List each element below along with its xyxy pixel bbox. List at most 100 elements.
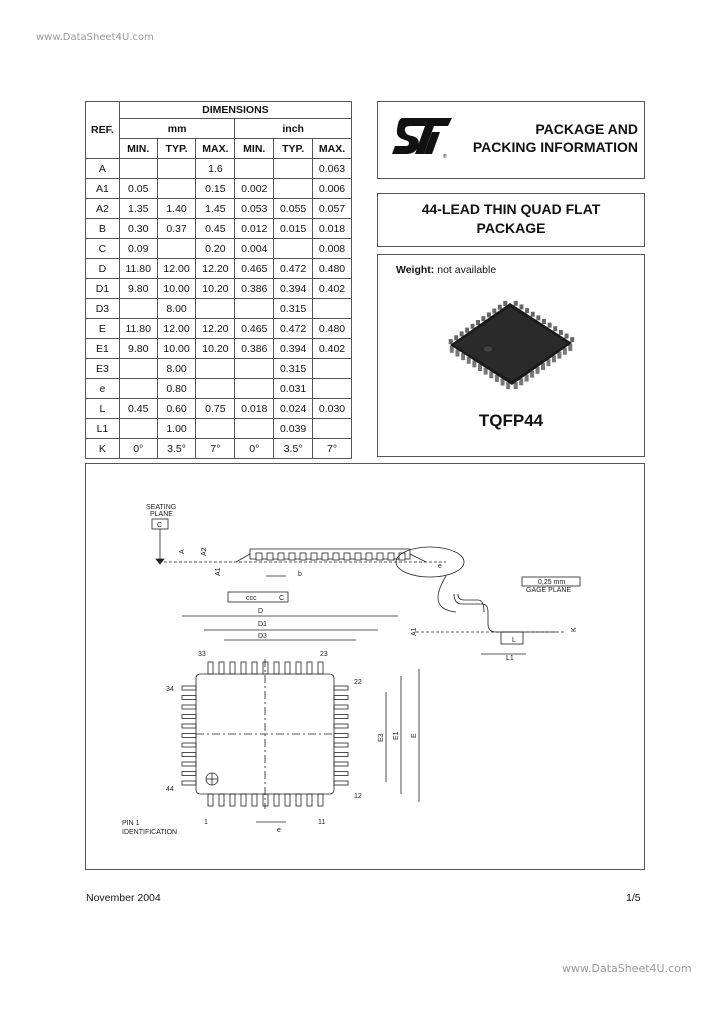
pin-lead (519, 304, 524, 310)
value-cell (195, 298, 236, 319)
pin44-label: 44 (166, 786, 174, 793)
pin-lead (333, 761, 349, 767)
value-cell (156, 158, 197, 179)
pin-lead (470, 323, 475, 329)
value-cell: 0.063 (312, 158, 352, 179)
dim-d3-label: D3 (258, 633, 267, 640)
pin-lead (459, 331, 464, 337)
value-cell: 12.00 (156, 258, 197, 279)
ref-cell: K (85, 438, 120, 459)
pin-lead (343, 552, 351, 561)
pin-lead (273, 661, 280, 675)
pin-lead (376, 552, 384, 561)
dim-k-side-label: A1 (411, 627, 418, 636)
value-cell: 0.30 (118, 218, 158, 239)
value-cell: 9.80 (118, 338, 158, 359)
value-cell: 0.75 (195, 398, 236, 419)
value-cell: 0.45 (195, 218, 236, 239)
pin-lead (181, 752, 197, 757)
st-logo-icon: ® (392, 118, 452, 160)
subheader-cell: MAX. (195, 138, 236, 159)
pin-lead (553, 326, 558, 332)
value-cell: 7° (312, 438, 352, 459)
pin-lead (181, 742, 197, 748)
dim-k-label: K (571, 627, 578, 632)
value-cell: 0.012 (234, 218, 275, 239)
weight-label: Weight: (396, 264, 435, 276)
value-cell: 0.394 (273, 338, 314, 359)
pin-lead (181, 761, 197, 767)
pin-lead (306, 793, 313, 807)
pin-lead (181, 771, 197, 776)
dim-a1-label: A1 (215, 567, 222, 576)
value-cell: 3.5° (273, 438, 314, 459)
pin-lead (466, 356, 471, 364)
svg-text:®: ® (443, 153, 447, 160)
ref-cell: D (85, 258, 120, 279)
pin-lead (535, 366, 540, 374)
pin-lead (461, 353, 466, 361)
pin-lead (229, 793, 236, 807)
pin-lead (181, 780, 197, 786)
dim-e3-label: E3 (378, 733, 385, 742)
pin-lead (333, 780, 349, 786)
value-cell: 0.057 (312, 198, 352, 219)
pin-lead (284, 793, 291, 807)
pin-lead (181, 685, 197, 691)
value-cell: 0.031 (273, 378, 314, 399)
value-cell (234, 358, 275, 379)
ref-cell: A1 (85, 178, 120, 199)
value-cell: 0.480 (312, 258, 352, 279)
value-cell: 0.60 (156, 398, 197, 419)
value-cell: 0.008 (312, 238, 352, 259)
value-cell (118, 158, 158, 179)
pin-lead (478, 364, 482, 371)
pin-lead (481, 316, 486, 322)
value-cell (118, 418, 158, 439)
pin-lead (181, 714, 197, 719)
pin-lead (295, 661, 302, 675)
pin-lead (333, 704, 349, 710)
datum-c-label: C (157, 522, 162, 529)
value-cell: 0.09 (118, 238, 158, 259)
pin-lead (519, 378, 524, 386)
value-cell: 1.45 (195, 198, 236, 219)
value-cell: 1.00 (156, 418, 197, 439)
pin-lead (524, 374, 529, 382)
dim-l1-label: L1 (506, 655, 514, 662)
pin-lead (542, 319, 546, 324)
mechanical-drawing: SEATING PLANE C A A2 A1 b ccc C D e 0,25… (122, 504, 581, 836)
package-heading: PACKAGE AND PACKING INFORMATION (473, 120, 638, 156)
value-cell: 0.402 (312, 278, 352, 299)
value-cell: 1.6 (195, 158, 236, 179)
pin-lead (262, 661, 269, 675)
ref-cell: L (85, 398, 120, 419)
title-box: 44-LEAD THIN QUAD FLAT PACKAGE (377, 193, 645, 247)
pin-lead (489, 371, 494, 379)
ref-cell: C (85, 238, 120, 259)
pin-lead (251, 661, 258, 675)
value-cell: 0.05 (118, 178, 158, 199)
pin-lead (240, 793, 247, 807)
value-cell: 0° (234, 438, 275, 459)
pin-lead (229, 661, 236, 675)
pin-lead (181, 723, 197, 729)
pin-lead (454, 335, 459, 341)
value-cell: 11.80 (118, 258, 158, 279)
value-cell: 8.00 (156, 358, 197, 379)
pin-lead (273, 793, 280, 807)
ref-cell: E1 (85, 338, 120, 359)
value-cell: 10.20 (195, 278, 236, 299)
pin-lead (398, 552, 406, 561)
value-cell: 0.053 (234, 198, 275, 219)
seating-plane-label-2: PLANE (150, 511, 173, 518)
pin-lead (506, 382, 511, 390)
pin-lead (262, 793, 269, 807)
